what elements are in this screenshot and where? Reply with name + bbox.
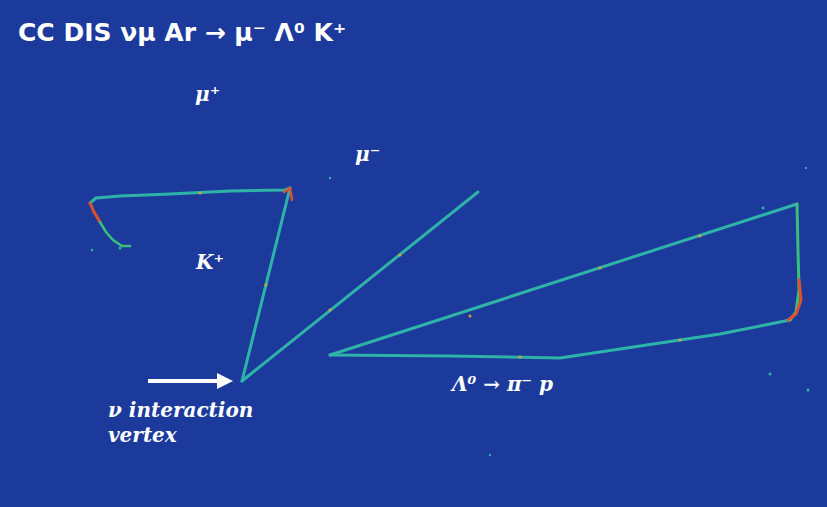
pion-track — [330, 320, 790, 358]
decay-hook — [100, 222, 130, 246]
tracks — [90, 167, 810, 456]
particle-label: μ⁻ — [355, 142, 380, 166]
vertex-label: ν interaction vertex — [108, 398, 258, 448]
antimuon-stop — [90, 203, 100, 222]
hit-dots — [199, 192, 702, 359]
track-stop — [788, 280, 801, 320]
muon-track — [242, 192, 478, 381]
right-track — [790, 204, 799, 320]
particle-label: μ⁺ — [195, 82, 220, 106]
title-text: CC DIS νμ Ar → μ⁻ Λ⁰ K⁺ — [18, 18, 346, 47]
isolated-hits — [91, 167, 810, 456]
particle-label: K⁺ — [196, 250, 224, 274]
decay-label: Λ⁰ → π⁻ p — [452, 372, 553, 396]
kaon-decay-kink — [284, 188, 292, 200]
kaon-track — [242, 188, 290, 381]
antimuon-track — [90, 188, 290, 203]
vertex-arrow — [148, 373, 233, 389]
